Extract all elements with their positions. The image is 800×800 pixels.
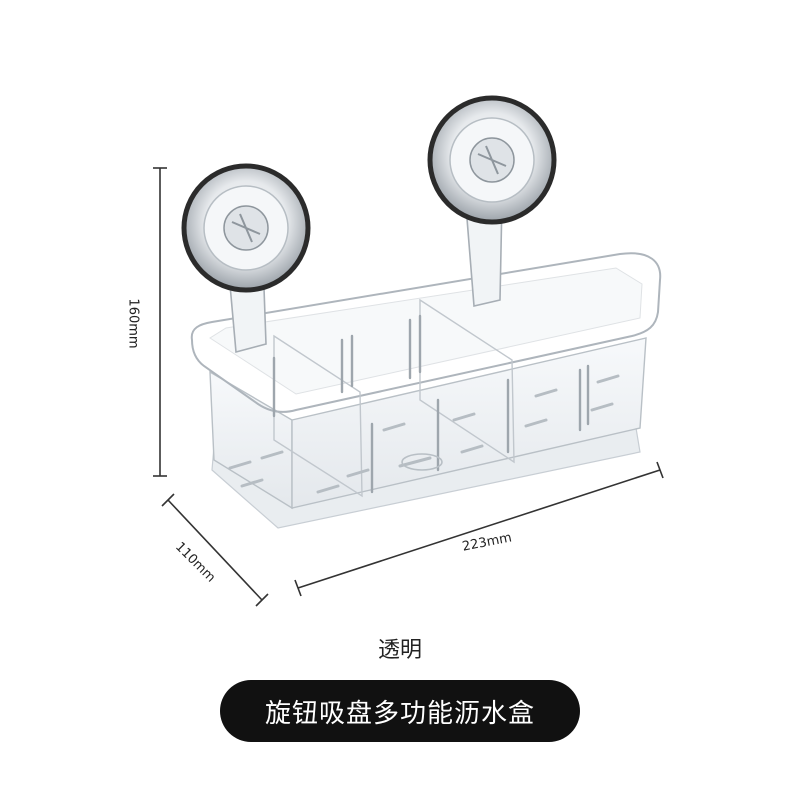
width-dimension-line <box>294 461 664 597</box>
color-variant-label: 透明 <box>377 638 422 663</box>
product-title: 旋钮吸盘多功能沥水盒 <box>264 698 535 729</box>
product-title-badge: 旋钮吸盘多功能沥水盒 <box>220 680 580 742</box>
suction-cup-right <box>427 95 557 225</box>
depth-dimension-line <box>161 493 269 607</box>
height-dimension-line <box>153 167 167 477</box>
suction-cup-left <box>181 163 311 293</box>
caddy-body <box>190 252 662 510</box>
height-dimension-label: 160mm <box>125 298 141 349</box>
